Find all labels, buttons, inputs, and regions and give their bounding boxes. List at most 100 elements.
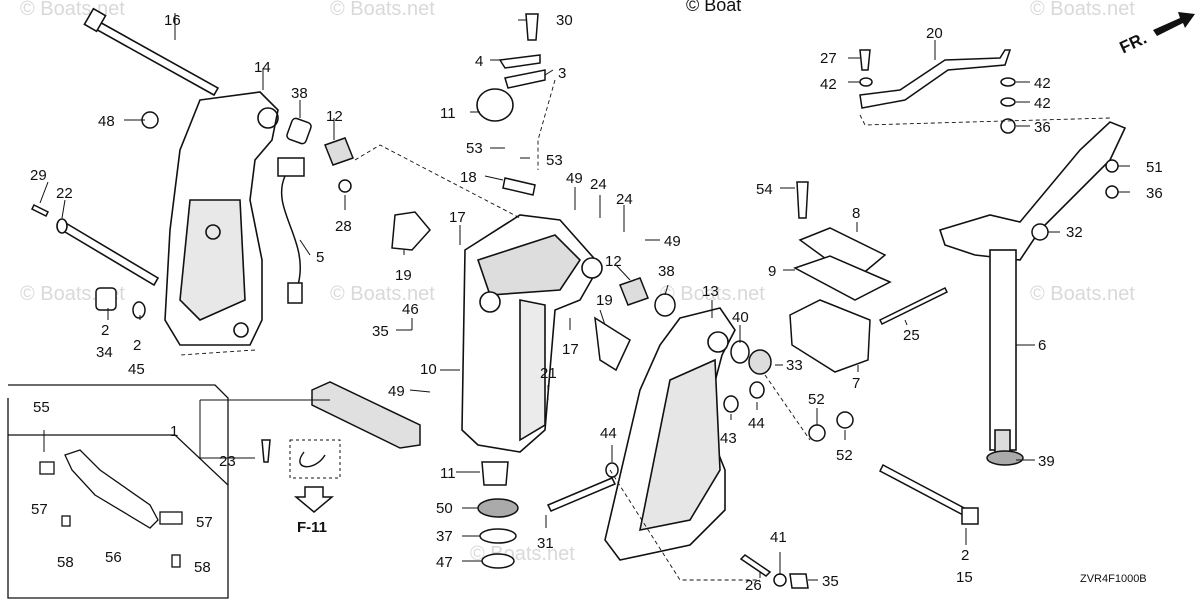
callout-label: 2: [133, 337, 141, 354]
washer-40: [730, 340, 750, 364]
callout-label: 39: [1038, 453, 1055, 470]
nut-32: [1031, 223, 1049, 241]
plate-4: [498, 54, 541, 69]
callout-label: 16: [164, 12, 181, 29]
callout-label: 23: [219, 453, 236, 470]
callout-label: 35: [822, 573, 839, 590]
callout-label: 52: [836, 447, 853, 464]
washer-42b: [1000, 77, 1016, 87]
bolt-22: [56, 218, 160, 287]
bolt-54: [796, 181, 809, 219]
front-arrow-icon: [1153, 12, 1195, 36]
bolt-15-head: [961, 507, 979, 525]
sensor-5: [277, 157, 305, 304]
collar-2: [95, 287, 117, 311]
washer-42: [859, 77, 873, 87]
callout-label: 36: [1034, 119, 1051, 136]
callout-label: 38: [291, 85, 308, 102]
bolt-25: [878, 286, 949, 326]
bushing-33: [748, 349, 772, 375]
bushing-12: [324, 137, 354, 166]
watermark: © Boats.net: [20, 0, 125, 20]
callout-label: 19: [395, 267, 412, 284]
nut-36b: [1105, 185, 1119, 199]
bolt-27: [859, 49, 871, 71]
bolt-29: [30, 203, 50, 218]
seal-50: [477, 498, 519, 518]
callout-label: 27: [820, 50, 837, 67]
callout-label: 32: [1066, 224, 1083, 241]
nut-36: [1000, 118, 1016, 134]
callout-label: 5: [316, 249, 324, 266]
callout-label: 50: [436, 500, 453, 517]
bracket-19: [391, 211, 431, 251]
callout-label: 17: [562, 341, 579, 358]
swivel-case: [461, 214, 603, 453]
callout-label: 9: [768, 263, 776, 280]
callout-label: 13: [702, 283, 719, 300]
link-rod-20: [859, 49, 1012, 109]
callout-label: 24: [590, 176, 607, 193]
callout-label: 57: [196, 514, 213, 531]
steering-arm: [938, 121, 1127, 456]
callout-labels: 16 14 48 38 12 5 28 29 22 2 34 2 45 30 4…: [30, 12, 1163, 594]
watermark: © Boats.net: [1030, 0, 1135, 20]
callout-label: 11: [440, 105, 456, 122]
callout-label: 4: [475, 53, 483, 70]
callout-label: 51: [1146, 159, 1163, 176]
nut-52b: [836, 411, 854, 429]
bushing-11b: [481, 461, 509, 486]
callout-label: 33: [786, 357, 803, 374]
callout-label: 42: [1034, 95, 1051, 112]
watermark: © Boats.net: [330, 283, 435, 305]
callout-label: 47: [436, 554, 453, 571]
callout-label: 10: [420, 361, 437, 378]
ground-wire: [299, 451, 326, 468]
callout-label: 20: [926, 25, 943, 42]
watermark: © Boats.net: [660, 283, 765, 305]
callout-label: 38: [658, 263, 675, 280]
callout-label: 29: [30, 167, 47, 184]
callout-label: 37: [436, 528, 453, 545]
callout-label: 1: [170, 423, 178, 440]
nut-35: [789, 573, 809, 589]
callout-label: 15: [956, 569, 973, 586]
bushing-11: [476, 88, 514, 122]
callout-label: 46: [402, 301, 419, 318]
callout-label: 43: [720, 430, 737, 447]
callout-label: 2: [961, 547, 969, 564]
washer-44b: [605, 462, 619, 478]
callout-label: 53: [466, 140, 483, 157]
seal-39: [986, 450, 1024, 466]
callout-label: 44: [600, 425, 617, 442]
gasket-9: [793, 255, 892, 301]
callout-label: 26: [745, 577, 762, 594]
front-label: FR.: [1117, 29, 1150, 58]
callout-label: 44: [748, 415, 765, 432]
bushing-12b: [619, 277, 649, 306]
reference-arrow-icon: [293, 486, 335, 513]
callout-label: 49: [388, 383, 405, 400]
callout-label: 2: [101, 322, 109, 339]
callout-label: 18: [460, 169, 477, 186]
block-7: [789, 299, 871, 373]
copyright-text: © Boat: [686, 0, 741, 15]
washer-38b: [654, 293, 676, 317]
bolt-23: [261, 439, 271, 463]
pin-26: [739, 554, 772, 577]
nut-52: [808, 424, 826, 442]
callout-label: 40: [732, 309, 749, 326]
callout-label: 14: [254, 59, 271, 76]
callout-label: 57: [31, 501, 48, 518]
callout-label: 25: [903, 327, 920, 344]
washer-43: [723, 395, 739, 413]
callout-label: 49: [664, 233, 681, 250]
bracket-19b: [594, 316, 631, 372]
fitting-18: [502, 177, 536, 196]
callout-label: 6: [1038, 337, 1046, 354]
bolt-30: [525, 13, 539, 41]
callout-label: 52: [808, 391, 825, 408]
plate-3: [504, 69, 546, 89]
callout-label: 41: [770, 529, 787, 546]
bolt-16: [83, 7, 220, 97]
